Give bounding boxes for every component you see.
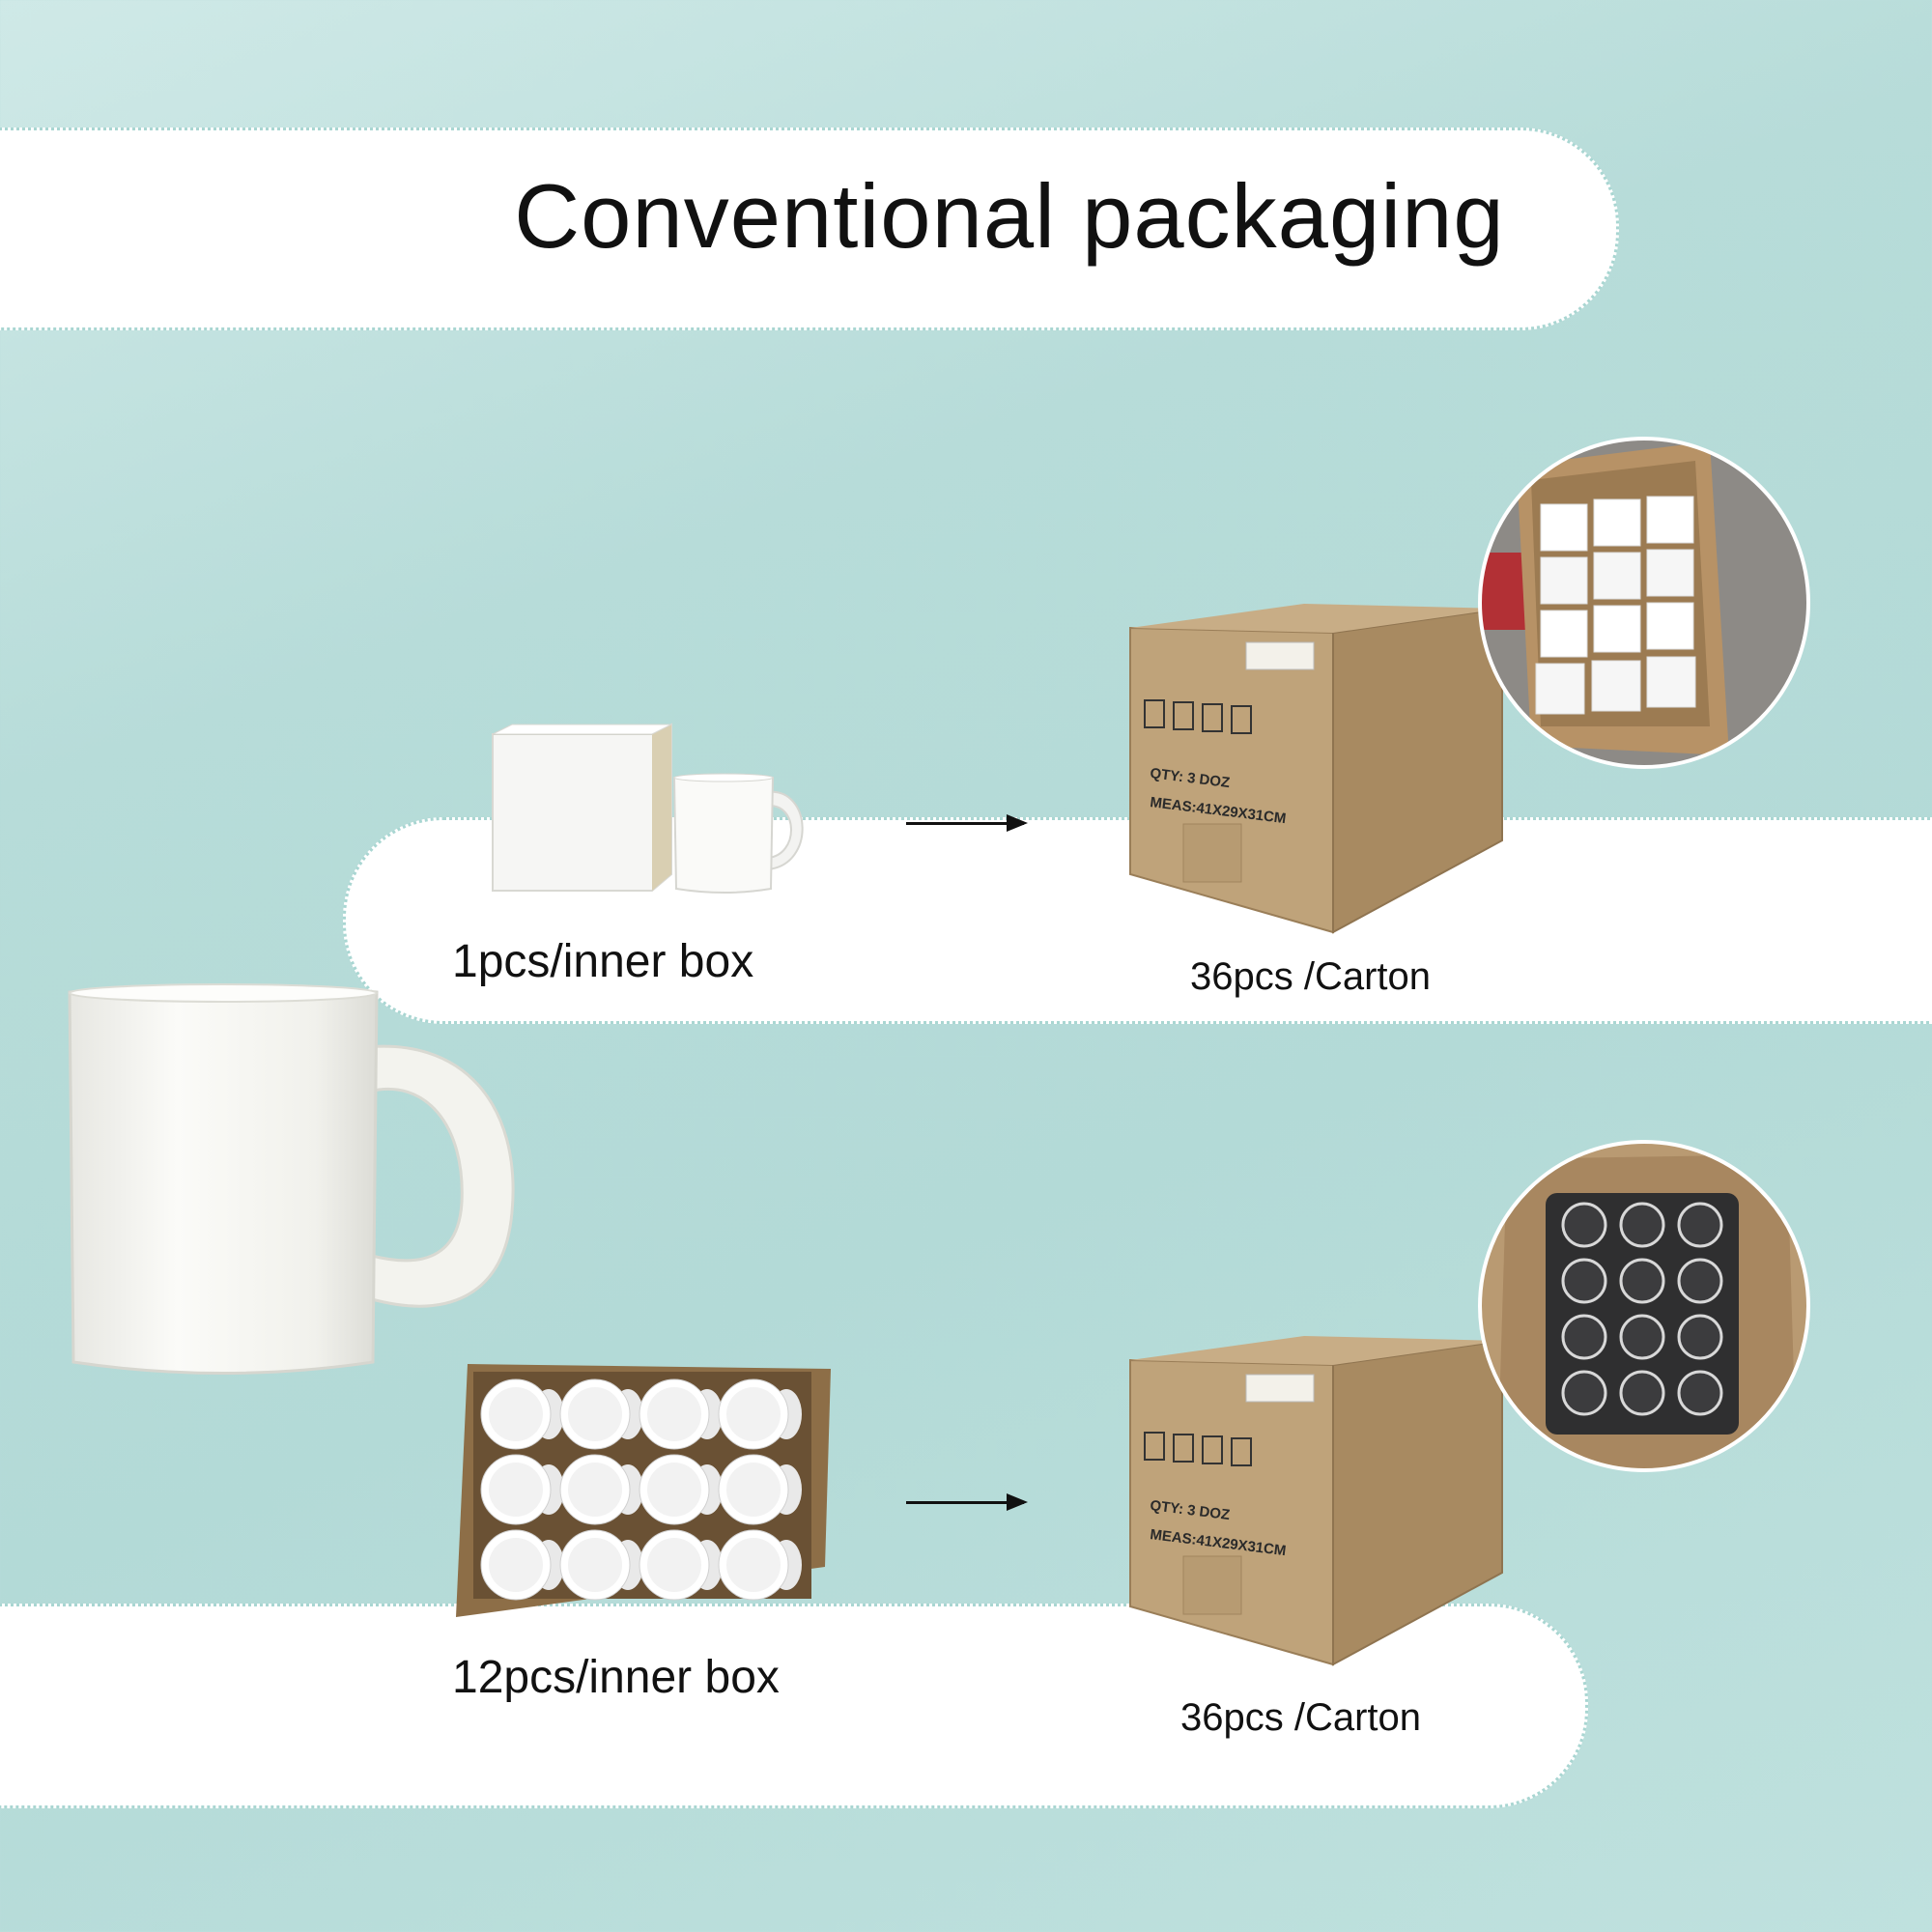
small-mug-image — [672, 773, 804, 894]
wrapped-mug — [1561, 1202, 1607, 1248]
inner-box-image — [492, 723, 672, 892]
page-title: Conventional packaging — [514, 165, 1505, 267]
carton-inside-inset-2 — [1478, 1140, 1810, 1472]
tray-mug-grid — [480, 1378, 802, 1601]
title-banner — [0, 128, 1619, 330]
large-mug-image — [68, 983, 515, 1375]
arrow-icon — [906, 814, 1028, 832]
carton-label-1: 36pcs /Carton — [1190, 955, 1432, 998]
carton-inside-inset-1 — [1478, 437, 1810, 769]
wrapped-mug — [1677, 1370, 1723, 1416]
wrapped-mug — [1677, 1202, 1723, 1248]
carton-image-2: QTY: 3 DOZ MEAS:41X29X31CM — [1129, 1336, 1503, 1666]
wrapped-mug — [1677, 1258, 1723, 1304]
wrapped-mug — [1677, 1314, 1723, 1360]
wrapped-mug — [1561, 1314, 1607, 1360]
wrapped-mug — [1561, 1258, 1607, 1304]
arrow-icon — [906, 1493, 1028, 1511]
carton-label-2: 36pcs /Carton — [1180, 1696, 1422, 1739]
carton-image-1: QTY: 3 DOZ MEAS:41X29X31CM — [1129, 604, 1503, 934]
wrapped-mug — [1619, 1370, 1665, 1416]
inner-box-label-1: 1pcs/inner box — [452, 936, 754, 987]
wrapped-mug — [1619, 1202, 1665, 1248]
wrapped-mug — [1619, 1258, 1665, 1304]
wrapped-mug — [1561, 1370, 1607, 1416]
inner-box-label-2: 12pcs/inner box — [452, 1652, 780, 1703]
wrapped-mug — [1619, 1314, 1665, 1360]
